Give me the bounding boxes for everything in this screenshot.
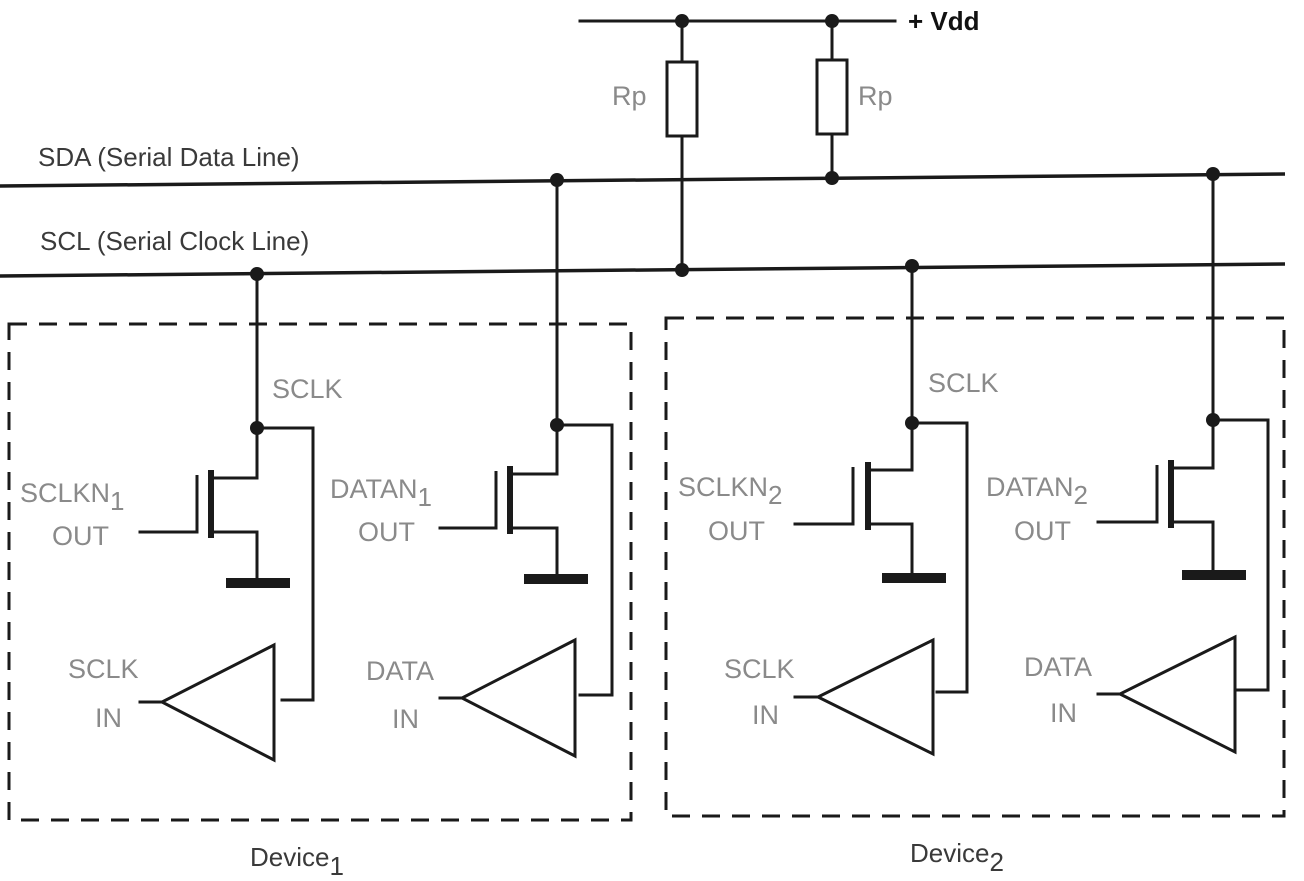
device-2-sclkn-out-label: SCLKN2: [678, 472, 783, 510]
device-1-boundary: [7, 322, 633, 822]
device-2-sclk-in-line2: IN: [752, 700, 779, 730]
device-1-clock-input-buffer: [158, 642, 276, 763]
device-2-data-in-line1: DATA: [1024, 652, 1092, 682]
pullup-resistor-sda: Rp: [815, 14, 893, 185]
device-1-data-input-buffer: [458, 637, 577, 759]
device-1-sclk-in-line1: SCLK: [68, 654, 139, 684]
device-2-label: Device2: [910, 838, 1004, 877]
device-1-clock-nmos: [138, 426, 290, 588]
device-2-data-input-buffer: [1116, 634, 1237, 755]
device-2-datan-out-label: DATAN2: [986, 472, 1088, 510]
pullup-resistor-scl: Rp: [612, 14, 699, 277]
device-1-label: Device1: [250, 842, 344, 881]
device-1-data-in-line2: IN: [392, 704, 419, 734]
vdd-label: + Vdd: [908, 6, 980, 36]
scl-label: SCL (Serial Clock Line): [40, 226, 309, 256]
rp-label-2: Rp: [858, 81, 893, 111]
device-2-clock-nmos: [793, 421, 946, 583]
device-2-data-nmos: [1096, 418, 1246, 580]
device-2: SCLK SCLKN2 OUT SCLK IN: [664, 167, 1286, 877]
sda-line: SDA (Serial Data Line): [0, 142, 1286, 188]
device-1-data-in-line1: DATA: [366, 656, 434, 686]
sda-label: SDA (Serial Data Line): [38, 142, 300, 172]
device-1-data-nmos: [438, 423, 588, 584]
device-1-datan-out-label: DATAN1: [330, 474, 432, 512]
device-2-sclk-in-line1: SCLK: [724, 654, 795, 684]
device-1-sclk-node-label: SCLK: [272, 374, 343, 404]
device-2-data-in-line2: IN: [1050, 698, 1077, 728]
device-2-clock-input-buffer: [814, 637, 935, 757]
scl-line: SCL (Serial Clock Line): [0, 226, 1286, 278]
device-2-datan-out-line2: OUT: [1014, 516, 1071, 546]
device-1-datan-out-line2: OUT: [358, 517, 415, 547]
device-1-sclk-in-line2: IN: [95, 703, 122, 733]
device-2-sclk-node-label: SCLK: [928, 368, 999, 398]
device-1: SCLK SCLKN1 OUT SCLK IN: [7, 173, 633, 881]
device-1-sclkn-out-line2: OUT: [52, 521, 109, 551]
device-2-boundary: [664, 316, 1286, 818]
rp-label-1: Rp: [612, 81, 647, 111]
device-2-sclkn-out-line2: OUT: [708, 516, 765, 546]
vdd-rail: + Vdd: [578, 6, 980, 36]
device-1-sclkn-out-label: SCLKN1: [20, 478, 125, 516]
